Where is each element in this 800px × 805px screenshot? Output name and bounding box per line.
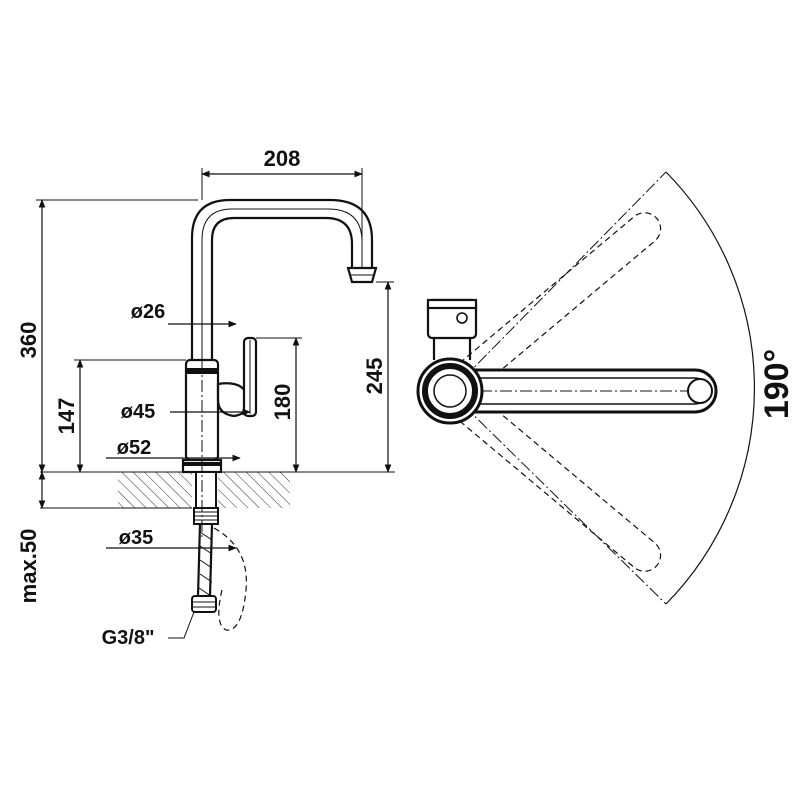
label-dia52: ø52 — [117, 437, 151, 459]
flexible-hose-dashed — [213, 527, 247, 631]
swivel-arc — [665, 171, 755, 605]
aerator — [346, 266, 378, 284]
angle-line-upper — [449, 171, 667, 393]
shank — [195, 471, 217, 513]
leader-thread — [168, 611, 195, 639]
supply-hose — [196, 523, 214, 597]
label-180: 180 — [270, 384, 295, 421]
angle-line-lower — [449, 391, 667, 605]
label-thread: G3/8" — [102, 627, 155, 649]
label-dia26: ø26 — [131, 301, 165, 323]
label-dia45: ø45 — [121, 401, 155, 423]
spout-tip — [687, 378, 713, 404]
top-view: 190° — [416, 171, 796, 605]
label-dia35: ø35 — [119, 527, 153, 549]
label-245: 245 — [362, 358, 387, 395]
label-360: 360 — [16, 322, 41, 359]
label-208: 208 — [264, 146, 301, 171]
hose-fitting — [191, 595, 217, 613]
label-147: 147 — [54, 398, 79, 435]
spout-outline — [190, 198, 374, 360]
label-max50: max.50 — [16, 529, 41, 604]
side-view: 208 360 147 180 245 max.50 ø26 ø45 ø52 ø… — [16, 146, 395, 649]
label-swivel-angle: 190° — [758, 349, 796, 419]
